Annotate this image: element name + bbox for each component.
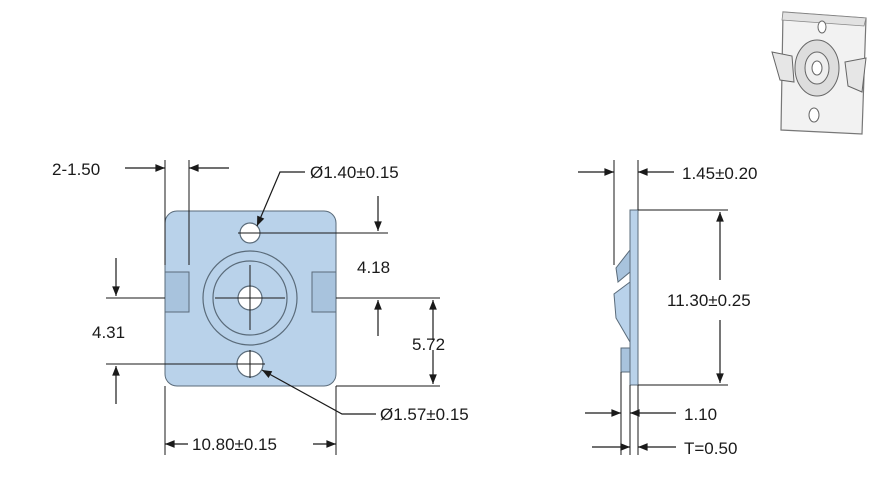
side-view-dimensions: 1.45±0.20 11.30±0.25 1.10 T=0.50 bbox=[578, 160, 758, 458]
side-view-part bbox=[613, 209, 639, 386]
front-view-dimensions: 2-1.50 Ø1.40±0.15 4.18 4.31 5.72 Ø1.57±0… bbox=[52, 160, 469, 455]
hole-top-label: Ø1.40±0.15 bbox=[310, 163, 399, 182]
dim-5-72-label: 5.72 bbox=[412, 335, 445, 354]
isometric-thumbnail bbox=[771, 11, 867, 135]
height-label: 11.30±0.25 bbox=[667, 291, 751, 310]
thickness-label: T=0.50 bbox=[684, 439, 737, 458]
width-label: 10.80±0.15 bbox=[192, 435, 277, 454]
hole-bottom-label: Ø1.57±0.15 bbox=[380, 405, 469, 424]
slot-width-label: 2-1.50 bbox=[52, 160, 100, 179]
dim-4-31-label: 4.31 bbox=[92, 323, 125, 342]
dim-4-18-label: 4.18 bbox=[357, 258, 390, 277]
front-view-part bbox=[164, 210, 337, 387]
top-thickness-label: 1.45±0.20 bbox=[682, 164, 758, 183]
base-thickness-label: 1.10 bbox=[684, 405, 717, 424]
